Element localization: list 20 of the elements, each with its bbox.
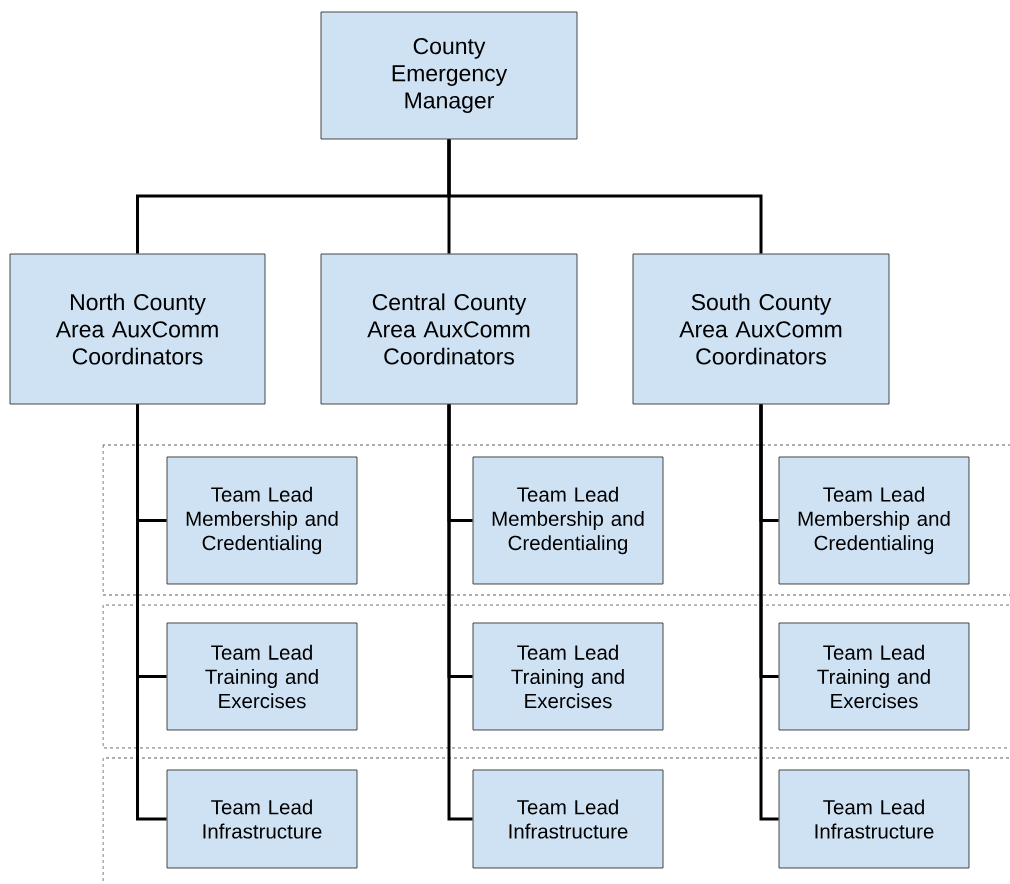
- dashed-band: [102, 444, 1010, 596]
- role-box: South County Area AuxComm Coordinators: [632, 253, 890, 405]
- role-box: Central County Area AuxComm Coordinators: [320, 253, 578, 405]
- role-box: North County Area AuxComm Coordinators: [9, 253, 266, 405]
- role-box: County Emergency Manager: [320, 11, 578, 140]
- connector-line: [447, 139, 763, 254]
- role-box: Team Lead Membership and Credentialing: [778, 456, 970, 585]
- role-box: Team Lead Training and Exercises: [778, 622, 970, 731]
- role-box: Team Lead Training and Exercises: [472, 622, 664, 731]
- role-box: Team Lead Infrastructure: [166, 769, 358, 869]
- role-box: Team Lead Infrastructure: [778, 769, 970, 869]
- dashed-band: [102, 604, 1010, 749]
- role-box: Team Lead Membership and Credentialing: [472, 456, 664, 585]
- connector-line: [447, 404, 473, 821]
- role-box: Team Lead Membership and Credentialing: [166, 456, 358, 585]
- role-box: Team Lead Infrastructure: [472, 769, 664, 869]
- connector-line: [759, 404, 779, 821]
- role-box: Team Lead Training and Exercises: [166, 622, 358, 731]
- connector-line: [136, 404, 167, 821]
- dashed-band: [102, 757, 1010, 884]
